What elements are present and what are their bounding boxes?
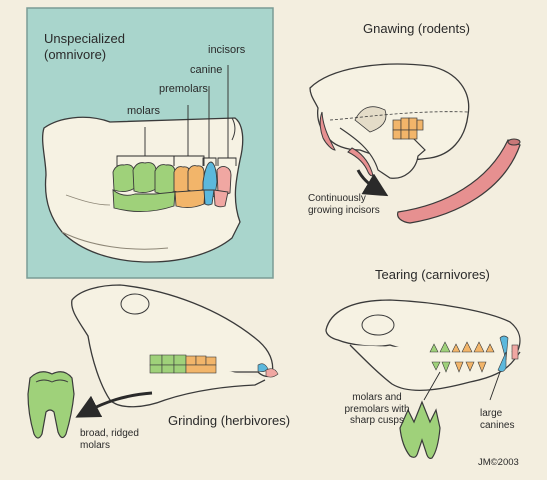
omnivore-subtitle: (omnivore)	[44, 47, 107, 62]
rodent-incisor-detached	[397, 139, 521, 224]
carnivore-skull	[325, 299, 521, 392]
tearing-callout-molars: molars and premolars with sharp cusps	[344, 392, 410, 426]
tearing-title: Tearing (carnivores)	[375, 267, 490, 282]
herbivore-skull	[71, 284, 279, 408]
omnivore-leader-lines	[116, 65, 237, 166]
signature: JM©2003	[478, 457, 519, 468]
grinding-title: Grinding (herbivores)	[168, 413, 291, 428]
molar-3	[154, 164, 176, 195]
lower-premolars	[174, 189, 206, 209]
lower-incisor	[213, 189, 229, 208]
rodent-molars	[392, 117, 424, 140]
grinding-callout: broad, ridged molars	[80, 428, 139, 451]
omnivore-title: Unspecialized	[44, 31, 125, 46]
canine-label: canine	[190, 64, 223, 76]
carnivore-leader-lines	[423, 371, 501, 401]
incisors-label: incisors	[208, 44, 246, 56]
lower-canine	[203, 189, 215, 206]
molar-2	[132, 162, 157, 194]
carnivore-tooth-closeup	[399, 400, 441, 459]
molars-label: molars	[127, 105, 161, 117]
rodent-arrow	[356, 169, 389, 197]
premolar-2	[187, 165, 205, 192]
herbivore-arrow	[75, 391, 153, 418]
rodent-incisor-end	[507, 138, 521, 146]
rodent-skull	[309, 63, 470, 179]
premolars-label: premolars	[159, 83, 208, 95]
gnawing-callout: Continuously growing incisors	[308, 193, 380, 216]
gnawing-title: Gnawing (rodents)	[363, 21, 470, 36]
omnivore-teeth	[112, 161, 232, 212]
carnivore-teeth	[429, 335, 519, 373]
tearing-callout-canines: large canines	[480, 408, 515, 431]
herbivore-molars	[149, 354, 279, 378]
herbivore-molar-closeup	[27, 371, 75, 439]
molar-1	[112, 164, 136, 193]
